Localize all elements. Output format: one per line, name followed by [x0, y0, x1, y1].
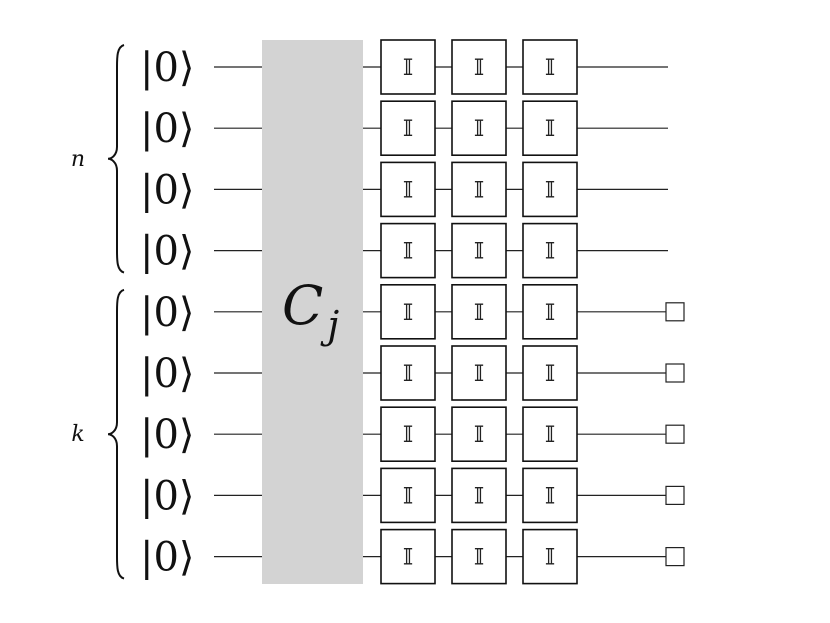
- register-label: n: [71, 147, 85, 172]
- ket-zero: |0⟩: [140, 290, 195, 336]
- identity-gate-label: 𝕀: [474, 178, 484, 203]
- identity-gate: [380, 345, 436, 401]
- identity-gate-label: 𝕀: [403, 178, 413, 203]
- ket-zero: |0⟩: [140, 351, 195, 397]
- identity-gate: [451, 528, 507, 585]
- identity-gate-label: 𝕀: [545, 362, 555, 387]
- cj-block: [262, 40, 363, 584]
- identity-gate: [451, 161, 507, 218]
- identity-gate-label: 𝕀: [545, 484, 555, 509]
- identity-gate: [522, 406, 578, 463]
- gates-layer: 𝕀 𝕀 𝕀 𝕀 𝕀 𝕀 𝕀 𝕀 𝕀 𝕀 𝕀 𝕀 𝕀 𝕀 𝕀 𝕀 𝕀 𝕀 𝕀 𝕀 𝕀 𝕀 𝕀 𝕀 𝕀 𝕀 𝕀: [380, 39, 578, 585]
- identity-gate: [380, 100, 436, 156]
- identity-gate-label: 𝕀: [403, 56, 413, 81]
- identity-gate-label: 𝕀: [403, 362, 413, 387]
- identity-gate: [522, 345, 578, 401]
- identity-gate: [380, 406, 436, 463]
- identity-gate: [380, 161, 436, 218]
- cj-block-letter: C: [282, 274, 323, 337]
- kets-layer: |0⟩ |0⟩ |0⟩ |0⟩ |0⟩ |0⟩ |0⟩ |0⟩ |0⟩: [140, 45, 195, 581]
- identity-gate: [451, 283, 507, 340]
- identity-gate: [451, 345, 507, 401]
- identity-gate: [451, 39, 507, 95]
- identity-gate-label: 𝕀: [474, 56, 484, 81]
- identity-gate-label: 𝕀: [474, 301, 484, 326]
- identity-gate: [522, 467, 578, 524]
- identity-gate-label: 𝕀: [474, 484, 484, 509]
- ket-zero: |0⟩: [140, 412, 195, 458]
- identity-gate: [380, 222, 436, 279]
- ket-zero: |0⟩: [140, 473, 195, 519]
- identity-gate: [522, 100, 578, 156]
- register-label: k: [71, 422, 84, 447]
- identity-gate-label: 𝕀: [545, 240, 555, 265]
- ket-zero: |0⟩: [140, 45, 195, 91]
- identity-gate: [380, 467, 436, 524]
- identity-gate-label: 𝕀: [545, 546, 555, 571]
- measurement-box: [665, 363, 685, 383]
- identity-gate-label: 𝕀: [545, 301, 555, 326]
- identity-gate-label: 𝕀: [545, 56, 555, 81]
- identity-gate-label: 𝕀: [545, 423, 555, 448]
- identity-gate-label: 𝕀: [403, 423, 413, 448]
- identity-gate-label: 𝕀: [545, 117, 555, 142]
- identity-gate-label: 𝕀: [403, 240, 413, 265]
- identity-gate: [522, 528, 578, 585]
- register-brace: [107, 44, 125, 274]
- ket-zero: |0⟩: [140, 106, 195, 152]
- measurements-layer: [665, 302, 685, 567]
- identity-gate: [522, 161, 578, 218]
- identity-gate-label: 𝕀: [474, 546, 484, 571]
- measurement-box: [665, 424, 685, 444]
- identity-gate: [451, 406, 507, 463]
- identity-gate-label: 𝕀: [403, 484, 413, 509]
- identity-gate: [380, 283, 436, 340]
- identity-gate-label: 𝕀: [403, 301, 413, 326]
- identity-gate-label: 𝕀: [545, 178, 555, 203]
- identity-gate: [522, 222, 578, 279]
- identity-gate-label: 𝕀: [474, 362, 484, 387]
- measurement-box: [665, 546, 685, 567]
- measurement-box: [665, 485, 685, 505]
- identity-gate-label: 𝕀: [403, 546, 413, 571]
- ket-zero: |0⟩: [140, 535, 195, 581]
- identity-gate-label: 𝕀: [474, 423, 484, 448]
- identity-gate: [451, 222, 507, 279]
- measurement-box: [665, 302, 685, 322]
- braces-layer: nk: [71, 44, 125, 580]
- ket-zero: |0⟩: [140, 167, 195, 213]
- identity-gate: [451, 100, 507, 156]
- identity-gate: [380, 528, 436, 585]
- identity-gate-label: 𝕀: [403, 117, 413, 142]
- identity-gate-label: 𝕀: [474, 240, 484, 265]
- ket-zero: |0⟩: [140, 229, 195, 275]
- identity-gate-label: 𝕀: [474, 117, 484, 142]
- identity-gate: [522, 283, 578, 340]
- identity-gate: [451, 467, 507, 524]
- register-brace: [107, 288, 125, 580]
- identity-gate: [380, 39, 436, 95]
- identity-gate: [522, 39, 578, 95]
